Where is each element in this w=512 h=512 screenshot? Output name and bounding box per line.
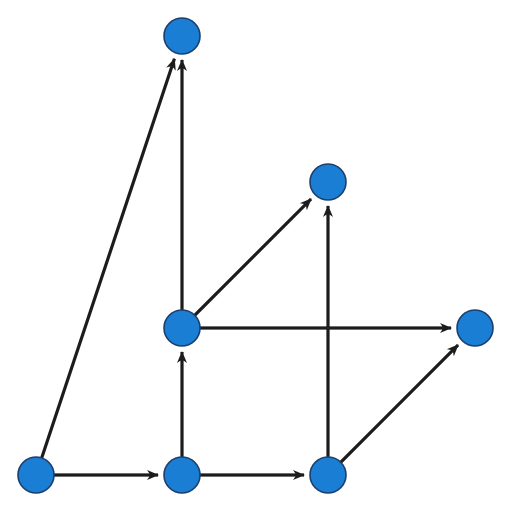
graph-node-n6 [309, 163, 347, 201]
edge-arrow-n3-n5 [338, 343, 460, 465]
edge-arrow-n4-n6 [192, 197, 313, 318]
graph-node-n5 [456, 309, 494, 347]
graph-node-n7 [163, 17, 201, 55]
graph-node-n4 [163, 309, 201, 347]
graph-node-n2 [163, 456, 201, 494]
edges-layer [39, 57, 460, 480]
edge-arrow-n1-n7 [39, 57, 176, 461]
nodes-layer [17, 17, 494, 494]
graph-node-n3 [309, 456, 347, 494]
graph-node-n1 [17, 456, 55, 494]
